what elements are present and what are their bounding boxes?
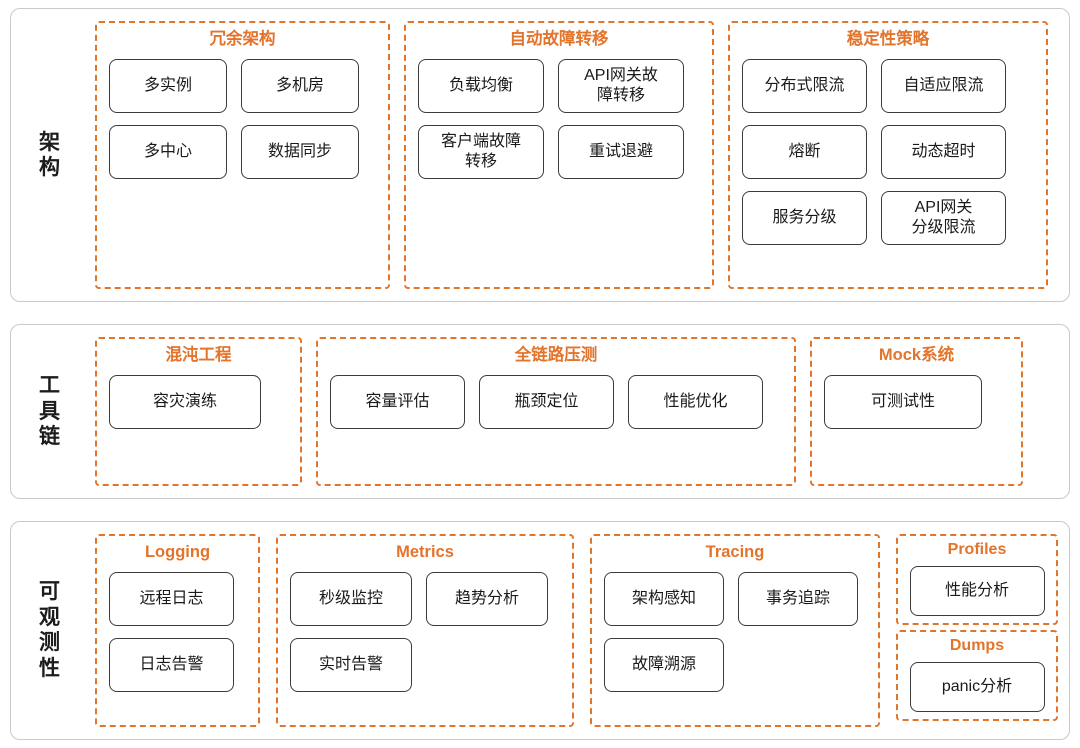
group-title: 自动故障转移 (509, 30, 609, 48)
section-label-architecture: 架构 (11, 9, 89, 301)
card-item[interactable]: 容灾演练 (109, 375, 261, 430)
section-toolchain: 工具链 混沌工程 容灾演练 全链路压测 容量评估 瓶颈定位 性能优化 Mock系… (10, 324, 1070, 499)
group-chaos-engineering: 混沌工程 容灾演练 (95, 337, 302, 486)
card-item[interactable]: 故障溯源 (604, 637, 724, 692)
card-item[interactable]: 多中心 (109, 124, 227, 179)
group-title: Logging (144, 542, 211, 561)
card-item[interactable]: API网关故 障转移 (558, 58, 684, 113)
card-item[interactable]: 服务分级 (742, 190, 867, 245)
card-item[interactable]: 性能分析 (909, 565, 1045, 616)
section-label-text: 工具链 (39, 374, 61, 449)
group-mock-system: Mock系统 可测试性 (810, 337, 1023, 486)
group-title: 全链路压测 (514, 346, 598, 365)
card-item[interactable]: 动态超时 (881, 124, 1006, 179)
card-item[interactable]: 重试退避 (558, 124, 684, 179)
group-cards: 多实例 多机房 多中心 数据同步 (109, 58, 376, 179)
group-title: 冗余架构 (209, 30, 276, 48)
card-item[interactable]: 可测试性 (824, 375, 982, 430)
card-item[interactable]: 事务追踪 (738, 571, 858, 626)
section-label-observability: 可观测性 (11, 522, 89, 739)
card-item[interactable]: 自适应限流 (881, 58, 1006, 113)
group-metrics: Metrics 秒级监控 趋势分析 实时告警 (276, 533, 574, 727)
group-cards: 可测试性 (824, 375, 1009, 430)
group-cards: 秒级监控 趋势分析 实时告警 (290, 571, 560, 692)
group-auto-failover: 自动故障转移 负载均衡 API网关故 障转移 客户端故障 转移 重试退避 (404, 21, 714, 290)
card-item[interactable]: 日志告警 (109, 637, 234, 692)
group-cards: 容量评估 瓶颈定位 性能优化 (330, 375, 782, 430)
section-body-architecture: 冗余架构 多实例 多机房 多中心 数据同步 自动故障转移 负载均衡 API网关故… (89, 9, 1070, 301)
group-tracing: Tracing 架构感知 事务追踪 故障溯源 (590, 533, 880, 727)
group-title: Tracing (705, 542, 765, 561)
section-label-toolchain: 工具链 (11, 325, 89, 497)
card-item[interactable]: 多机房 (241, 58, 359, 113)
section-observability: 可观测性 Logging 远程日志 日志告警 Metrics 秒级监控 趋势分析… (10, 520, 1070, 740)
card-item[interactable]: 瓶颈定位 (479, 375, 614, 430)
card-item[interactable]: 数据同步 (241, 124, 359, 179)
card-item[interactable]: 趋势分析 (426, 571, 548, 626)
card-item[interactable]: 性能优化 (628, 375, 763, 430)
group-title: Profiles (947, 540, 1007, 558)
section-body-observability: Logging 远程日志 日志告警 Metrics 秒级监控 趋势分析 实时告警… (89, 522, 1076, 739)
card-item[interactable]: 实时告警 (290, 637, 412, 692)
group-redundant-architecture: 冗余架构 多实例 多机房 多中心 数据同步 (95, 21, 390, 290)
section-label-text: 架构 (39, 130, 61, 180)
section-label-text: 可观测性 (39, 580, 61, 681)
card-item[interactable]: 远程日志 (109, 571, 234, 626)
group-stability-strategy: 稳定性策略 分布式限流 自适应限流 熔断 动态超时 服务分级 API网关 分级限… (728, 21, 1048, 290)
card-item[interactable]: 熔断 (742, 124, 867, 179)
group-dumps: Dumps panic分析 (896, 629, 1058, 721)
group-cards: 性能分析 (906, 565, 1048, 616)
group-full-link-stress-test: 全链路压测 容量评估 瓶颈定位 性能优化 (316, 337, 796, 486)
card-item[interactable]: 秒级监控 (290, 571, 412, 626)
group-title: Dumps (949, 636, 1005, 654)
card-item[interactable]: 容量评估 (330, 375, 465, 430)
card-item[interactable]: 多实例 (109, 58, 227, 113)
card-item[interactable]: API网关 分级限流 (881, 190, 1006, 245)
group-logging: Logging 远程日志 日志告警 (95, 533, 260, 727)
card-item[interactable]: 负载均衡 (418, 58, 544, 113)
group-title: 混沌工程 (165, 346, 232, 365)
group-cards: 远程日志 日志告警 (109, 571, 246, 692)
group-cards: 负载均衡 API网关故 障转移 客户端故障 转移 重试退避 (418, 58, 700, 179)
group-profiles: Profiles 性能分析 (896, 533, 1058, 625)
group-cards: 容灾演练 (109, 375, 288, 430)
card-item[interactable]: 客户端故障 转移 (418, 124, 544, 179)
section-body-toolchain: 混沌工程 容灾演练 全链路压测 容量评估 瓶颈定位 性能优化 Mock系统 可测… (89, 325, 1069, 497)
card-item[interactable]: panic分析 (909, 661, 1045, 712)
section-architecture: 架构 冗余架构 多实例 多机房 多中心 数据同步 自动故障转移 负载均衡 API… (10, 8, 1070, 303)
observability-right-column: Profiles 性能分析 Dumps panic分析 (896, 533, 1058, 727)
group-title: Metrics (396, 542, 454, 561)
group-cards: panic分析 (906, 661, 1048, 712)
group-title: 稳定性策略 (846, 30, 930, 48)
card-item[interactable]: 架构感知 (604, 571, 724, 626)
group-cards: 架构感知 事务追踪 故障溯源 (604, 571, 866, 692)
card-item[interactable]: 分布式限流 (742, 58, 867, 113)
group-title: Mock系统 (878, 346, 955, 365)
group-cards: 分布式限流 自适应限流 熔断 动态超时 服务分级 API网关 分级限流 (742, 58, 1034, 245)
